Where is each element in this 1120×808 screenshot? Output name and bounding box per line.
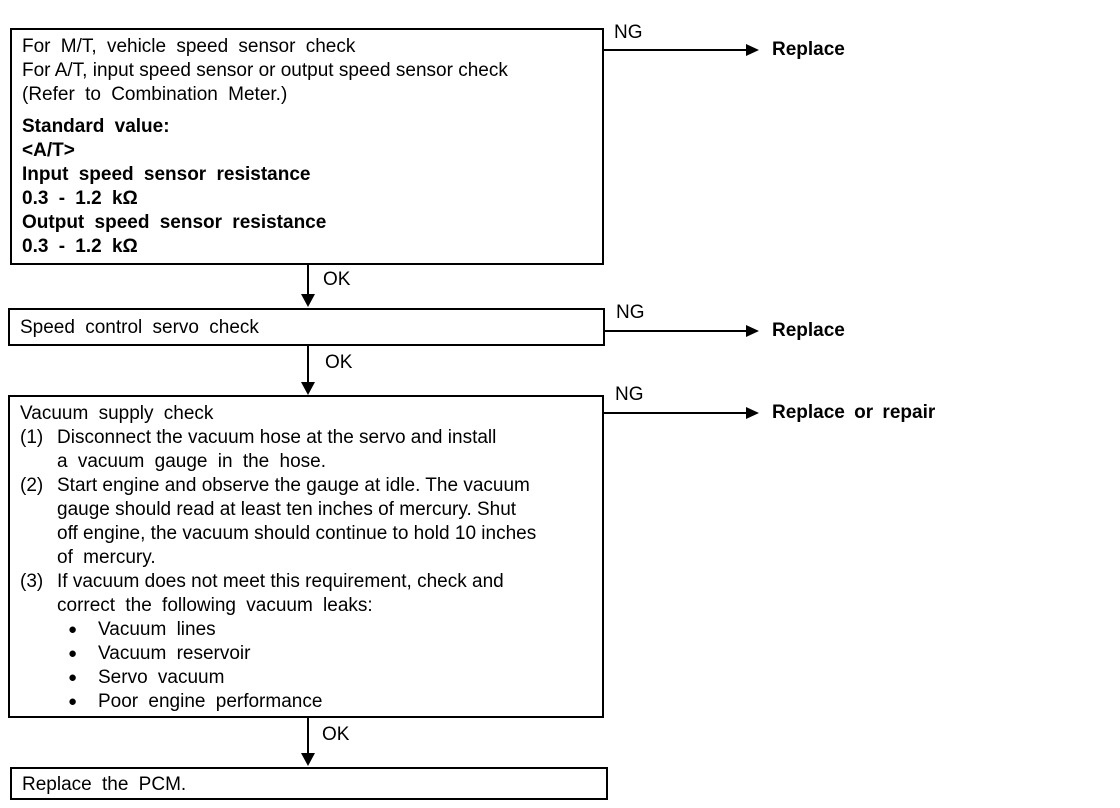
step1-line-3: (Refer to Combination Meter.) xyxy=(22,84,288,105)
ng-label-1: NG xyxy=(614,22,643,43)
item2-line: gauge should read at least ten inches of… xyxy=(57,499,517,520)
vacuum-leak-item: ● Vacuum lines xyxy=(20,618,592,642)
item1-line: a vacuum gauge in the hose. xyxy=(57,451,327,472)
ng-result-2: Replace xyxy=(772,320,845,341)
arrowhead-right-icon xyxy=(746,44,759,56)
arrowhead-down-icon xyxy=(301,382,315,395)
ng-line-2 xyxy=(605,330,746,332)
vacuum-leak-item: ● Servo vacuum xyxy=(20,666,592,690)
vacuum-leak-item: ● Vacuum reservoir xyxy=(20,642,592,666)
item1-line: Disconnect the vacuum hose at the servo … xyxy=(57,427,497,448)
item2-line: Start engine and observe the gauge at id… xyxy=(57,475,530,496)
step-box-vacuum-supply-check: Vacuum supply check (1) Disconnect the v… xyxy=(8,395,604,718)
step3-title: Vacuum supply check xyxy=(20,403,214,424)
step-box-replace-pcm: Replace the PCM. xyxy=(10,767,608,800)
ng-label-2: NG xyxy=(616,302,645,323)
step-box-speed-sensor-check: For M/T, vehicle speed sensor check For … xyxy=(10,28,604,265)
item-number: (3) xyxy=(20,571,44,592)
bullet-label: Vacuum lines xyxy=(98,619,216,640)
ng-line-1 xyxy=(604,49,746,51)
ok-line-1 xyxy=(307,265,309,296)
input-speed-sensor-label: Input speed sensor resistance xyxy=(22,164,311,185)
step1-line-1: For M/T, vehicle speed sensor check xyxy=(22,36,356,57)
standard-value-heading: Standard value: xyxy=(22,116,170,137)
item3-line: correct the following vacuum leaks: xyxy=(57,595,373,616)
bullet-icon: ● xyxy=(68,669,78,686)
ng-label-3: NG xyxy=(615,384,644,405)
step3-item-3: (3) If vacuum does not meet this require… xyxy=(20,570,592,618)
bullet-label: Vacuum reservoir xyxy=(98,643,251,664)
ok-line-3 xyxy=(307,718,309,755)
item-number: (2) xyxy=(20,475,44,496)
step1-line-2: For A/T, input speed sensor or output sp… xyxy=(22,60,508,81)
bullet-label: Poor engine performance xyxy=(98,691,323,712)
ok-line-2 xyxy=(307,346,309,384)
output-speed-sensor-value: 0.3 - 1.2 kΩ xyxy=(22,236,138,257)
input-speed-sensor-value: 0.3 - 1.2 kΩ xyxy=(22,188,138,209)
item2-line: of mercury. xyxy=(57,547,156,568)
item-number: (1) xyxy=(20,427,44,448)
bullet-label: Servo vacuum xyxy=(98,667,225,688)
vacuum-leak-item: ● Poor engine performance xyxy=(20,690,592,714)
ok-label-1: OK xyxy=(323,269,351,290)
ok-label-3: OK xyxy=(322,724,350,745)
step-box-speed-control-servo-check: Speed control servo check xyxy=(8,308,605,346)
ng-line-3 xyxy=(604,412,746,414)
arrowhead-down-icon xyxy=(301,753,315,766)
arrowhead-down-icon xyxy=(301,294,315,307)
step3-item-1: (1) Disconnect the vacuum hose at the se… xyxy=(20,426,592,474)
arrowhead-right-icon xyxy=(746,325,759,337)
item3-line: If vacuum does not meet this requirement… xyxy=(57,571,504,592)
step4-title: Replace the PCM. xyxy=(22,774,187,795)
bullet-icon: ● xyxy=(68,621,78,638)
step3-item-2: (2) Start engine and observe the gauge a… xyxy=(20,474,592,570)
output-speed-sensor-label: Output speed sensor resistance xyxy=(22,212,327,233)
step2-title: Speed control servo check xyxy=(20,317,259,338)
ok-label-2: OK xyxy=(325,352,353,373)
bullet-icon: ● xyxy=(68,693,78,710)
ng-result-1: Replace xyxy=(772,39,845,60)
item2-line: off engine, the vacuum should continue t… xyxy=(57,523,537,544)
arrowhead-right-icon xyxy=(746,407,759,419)
bullet-icon: ● xyxy=(68,645,78,662)
standard-value-at: <A/T> xyxy=(22,140,75,161)
ng-result-3: Replace or repair xyxy=(772,402,936,423)
